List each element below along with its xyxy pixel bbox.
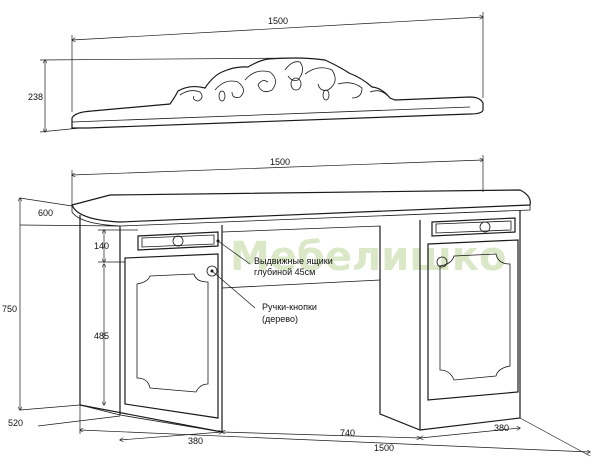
dim-depth-top: 600: [19, 197, 121, 227]
left-door-knob: [206, 265, 218, 277]
dim-total-height: 750: [2, 198, 20, 410]
left-pedestal-base: [79, 404, 223, 433]
right-drawer-inner: [435, 220, 512, 234]
dim-right-pedestal-label: 380: [494, 423, 509, 433]
tabletop: [71, 189, 531, 223]
annotation-knobs-line1: Ручки-кнопки: [262, 302, 317, 312]
annotation-drawers: Выдвижные ящики глубиной 45см: [216, 239, 333, 277]
top-panel: [71, 57, 484, 129]
scroll-left-1: [179, 90, 203, 102]
dim-drawer-height: 140: [94, 230, 138, 262]
right-drawer-knob: [479, 221, 491, 233]
ornament-dot-left: [218, 90, 226, 102]
dim-top-width-label: 1500: [268, 16, 288, 26]
dim-bottom-total-label: 1500: [374, 443, 394, 453]
right-drawer: [431, 217, 516, 237]
dim-depth-bottom: 520: [8, 404, 121, 428]
dim-drawer-height-label: 140: [94, 241, 109, 251]
watermark: Мебелишко: [230, 234, 506, 280]
dim-door-height-label: 485: [94, 331, 109, 341]
left-drawer-inner: [141, 234, 215, 248]
annotation-knobs-line2: (дерево): [262, 314, 298, 324]
dim-depth-top-label: 600: [38, 208, 53, 218]
dim-middle-span-label: 740: [340, 428, 355, 438]
annotation-drawers-line2: глубиной 45см: [254, 267, 315, 277]
dim-left-pedestal-label: 380: [188, 436, 203, 446]
left-door: [124, 253, 219, 419]
dim-top-height: 238: [28, 57, 301, 132]
right-door-panel: [439, 253, 511, 381]
scroll-left-3: [244, 70, 276, 93]
right-door: [427, 239, 519, 401]
dim-total-height-label: 750: [2, 304, 17, 314]
dim-top-width: 1500: [72, 12, 483, 112]
dim-depth-bottom-label: 520: [8, 418, 23, 428]
center-ornament: [290, 77, 302, 91]
left-door-panel: [136, 273, 209, 393]
scroll-right-1: [369, 90, 389, 97]
dim-desk-width-label: 1500: [270, 157, 290, 167]
right-door-knob: [436, 256, 448, 268]
ornament-dot-right: [322, 89, 330, 101]
desk: [71, 189, 531, 433]
scroll-center: [284, 61, 303, 81]
dim-desk-width: 1500: [72, 155, 483, 205]
left-pedestal-side: [79, 215, 223, 433]
watermark-text: Мебелишко: [230, 234, 506, 280]
top-panel-edge: [71, 106, 471, 123]
dim-top-height-label: 238: [28, 92, 43, 102]
dim-bottom: 380 740 380 1500: [80, 405, 590, 457]
top-panel-outline: [71, 57, 484, 129]
left-drawer: [137, 231, 219, 251]
scroll-right-2: [337, 82, 363, 99]
scroll-right-3: [304, 67, 336, 91]
annotation-knobs: Ручки-кнопки (дерево): [210, 269, 317, 324]
left-drawer-knob: [172, 235, 184, 247]
dim-door-height: 485: [94, 264, 109, 405]
annotation-drawers-line1: Выдвижные ящики: [254, 256, 333, 266]
scroll-left-2: [214, 80, 244, 98]
